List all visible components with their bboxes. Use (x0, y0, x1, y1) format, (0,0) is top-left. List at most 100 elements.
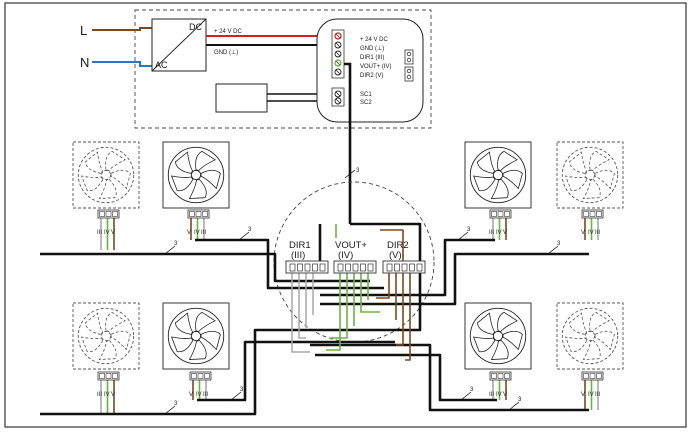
controller-terminal-24v: + 24 V DC (360, 37, 389, 43)
fan-terminal-screw (112, 373, 118, 379)
fan-hub (492, 169, 504, 181)
junction-screw (352, 263, 359, 272)
fan-blade (472, 336, 496, 353)
vout-fanout-wire (330, 273, 348, 339)
fan-terminal-screw (491, 373, 497, 379)
controller-terminal-gnd: GND (⊥) (360, 45, 384, 52)
fan-hub (190, 330, 202, 342)
dir2-fanout-wire (376, 273, 390, 299)
fan-terminal-screw (497, 211, 504, 217)
psu-dc-label: DC (189, 22, 202, 32)
fan-terminal-screw (202, 211, 208, 217)
cable-top-right-outer (320, 252, 589, 306)
cable-tick-tr-outer-count: 3 (557, 241, 561, 247)
fan-blade (497, 150, 518, 171)
fan-terminal-label: III (489, 392, 494, 398)
junction-screw (297, 263, 303, 272)
fan-ring (77, 146, 135, 204)
fan-hub (100, 169, 112, 181)
junction-screw (409, 263, 415, 272)
fan-terminal-label: IV (496, 392, 502, 398)
fan-hub (492, 330, 504, 342)
fan-blade (594, 330, 615, 351)
fan-terminal-label: IV (194, 230, 200, 236)
junction-screw (312, 263, 318, 272)
junction-screw (416, 263, 423, 272)
controller-jumpers (404, 49, 414, 82)
fan-ring (561, 146, 619, 204)
junction-screw (386, 263, 393, 272)
cable-tick-br-inner-count: 3 (470, 387, 474, 393)
junction-area (273, 181, 435, 343)
cable-top-left-inner (195, 238, 384, 290)
group-code-dir1: (III) (291, 250, 305, 261)
fan-blade (84, 151, 104, 174)
fan-blade (105, 311, 126, 332)
fan-blade (476, 312, 496, 335)
fan-top-right-inner (464, 141, 532, 209)
fan-terminal-screw (105, 373, 112, 379)
fan-terminal-screw (99, 373, 105, 379)
neutral-label: N (80, 55, 89, 70)
fan-blade (195, 311, 216, 332)
group-label-dir2: DIR2 (387, 240, 409, 251)
fan-blade (200, 330, 221, 351)
controller-terminal-sc2: SC2 (360, 100, 372, 106)
fan-blade (105, 150, 126, 171)
controller-terminal-sc1: SC1 (360, 92, 372, 98)
fan-terminal-screw (491, 211, 497, 217)
vout-fanout-wire (326, 273, 341, 351)
fan-blade (568, 312, 588, 335)
controller-main-cable (344, 62, 352, 224)
fan-hub (100, 330, 112, 342)
junction-screw (289, 263, 296, 272)
fan-blade (568, 151, 588, 174)
fan-terminal-screw (112, 211, 118, 217)
fan-terminal-label: IV (104, 230, 110, 236)
fan-ring (469, 307, 527, 365)
psu-out-24v-label: + 24 V DC (214, 29, 243, 35)
psu-diagonal (151, 18, 207, 72)
fan-blade (490, 178, 509, 199)
cable-bottom-right-inner (315, 353, 497, 402)
fan-blade (98, 178, 117, 199)
psu-out-gnd-label: GND (⊥) (214, 49, 238, 56)
fan-terminal-screw (497, 373, 504, 379)
line-wire (92, 27, 152, 31)
group-label-vout: VOUT+ (335, 240, 367, 251)
fan-terminal-label: V (111, 230, 115, 236)
fan-blade (170, 336, 194, 353)
cable-tick-tl-inner-count: 3 (248, 227, 252, 233)
junction-screws (289, 263, 423, 272)
fan-blade (564, 175, 588, 192)
fan-terminal-screw (195, 211, 202, 217)
controller-screw (334, 97, 342, 105)
junction-screw (394, 263, 400, 272)
fan-terminal-screw (596, 211, 602, 217)
dir2-fanout-wire (405, 273, 411, 361)
cable-tick-bl-outer (164, 405, 176, 415)
fan-blade (80, 336, 104, 353)
cable-tick-bl-inner (230, 391, 242, 401)
fan-terminal-label: V (187, 230, 191, 236)
junction-screw (360, 263, 366, 272)
fan-terminal-screw (596, 373, 602, 379)
fan-blade (594, 169, 615, 190)
fan-terminal-label: III (201, 230, 206, 236)
fan-terminal-screw (197, 373, 204, 379)
fan-blade (200, 169, 221, 190)
fan-terminal-label: III (97, 230, 102, 236)
junction-screw (401, 263, 408, 272)
fan-terminal-label: V (581, 392, 585, 398)
fan-terminal-screw (105, 211, 112, 217)
fan-terminal-label: III (203, 392, 208, 398)
fan-blade (582, 178, 601, 199)
